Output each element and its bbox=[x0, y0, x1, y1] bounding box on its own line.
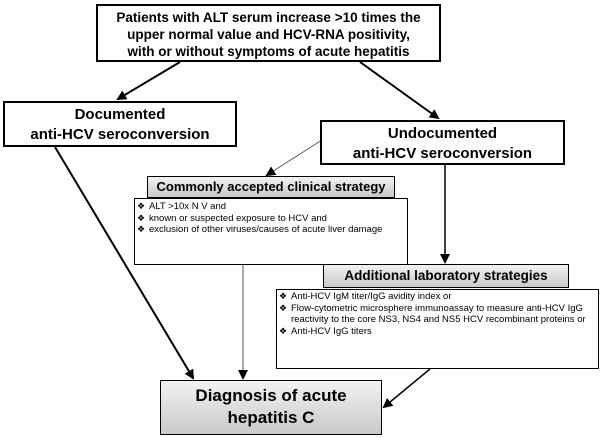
diamond-bullet-icon: ❖ bbox=[137, 224, 146, 234]
arrow-additional-to-diagnosis bbox=[382, 368, 431, 409]
diagnosis-line-2: hepatitis C bbox=[227, 408, 315, 427]
common-strategy-title: Commonly accepted clinical strategy bbox=[147, 176, 395, 198]
list-item: ❖Anti-HCV IgM titer/IgG avidity index or bbox=[279, 291, 597, 303]
additional-strategy-list: ❖Anti-HCV IgM titer/IgG avidity index or… bbox=[279, 291, 597, 337]
list-item-text: exclusion of other viruses/causes of acu… bbox=[149, 224, 383, 235]
inclusion-line-3: with or without symptoms of acute hepati… bbox=[127, 44, 410, 59]
diagnosis-line-1: Diagnosis of acute bbox=[195, 386, 347, 405]
diamond-bullet-icon: ❖ bbox=[279, 325, 288, 336]
list-item-text: Anti-HCV IgM titer/IgG avidity index or bbox=[291, 291, 452, 302]
list-item: ❖exclusion of other viruses/causes of ac… bbox=[137, 224, 405, 236]
list-item: ❖known or suspected exposure to HCV and bbox=[137, 213, 405, 225]
documented-seroconversion-box: Documented anti-HCV seroconversion bbox=[3, 101, 237, 147]
list-item: ❖Anti-HCV IgG titers bbox=[279, 326, 597, 338]
inclusion-criteria-box: Patients with ALT serum increase >10 tim… bbox=[96, 4, 441, 62]
list-item-text: Anti-HCV IgG titers bbox=[291, 325, 372, 337]
list-item-text: known or suspected exposure to HCV and bbox=[149, 212, 327, 224]
common-strategy-panel bbox=[134, 198, 408, 265]
arrow-top-to-undocumented bbox=[359, 61, 440, 120]
diamond-bullet-icon: ❖ bbox=[137, 201, 146, 211]
arrow-undocumented-to-common bbox=[265, 139, 323, 177]
documented-line-1: Documented bbox=[74, 106, 166, 123]
list-item: ❖ALT >10x N V and bbox=[137, 201, 405, 213]
common-strategy-list: ❖ALT >10x N V and ❖known or suspected ex… bbox=[137, 201, 405, 236]
undocumented-line-1: Undocumented bbox=[387, 125, 498, 142]
list-item: ❖Flow-cytometric microsphere immunoassay… bbox=[279, 303, 597, 326]
diagnosis-box: Diagnosis of acute hepatitis C bbox=[160, 380, 382, 435]
list-item-text: Flow-cytometric microsphere immunoassay … bbox=[291, 302, 586, 326]
additional-strategy-title: Additional laboratory strategies bbox=[323, 264, 569, 288]
diamond-bullet-icon: ❖ bbox=[279, 291, 288, 301]
inclusion-line-2: upper normal value and HCV-RNA positivit… bbox=[127, 27, 410, 42]
list-item-text: ALT >10x N V and bbox=[149, 201, 227, 212]
undocumented-seroconversion-box: Undocumented anti-HCV seroconversion bbox=[320, 120, 565, 165]
diamond-bullet-icon: ❖ bbox=[279, 302, 288, 313]
inclusion-line-1: Patients with ALT serum increase >10 tim… bbox=[116, 10, 421, 25]
arrow-top-to-documented bbox=[116, 61, 181, 101]
diamond-bullet-icon: ❖ bbox=[137, 212, 146, 223]
undocumented-line-2: anti-HCV seroconversion bbox=[352, 145, 533, 162]
arrow-documented-to-diagnosis bbox=[54, 146, 195, 380]
additional-strategy-panel bbox=[276, 289, 599, 369]
documented-line-2: anti-HCV seroconversion bbox=[30, 126, 210, 143]
